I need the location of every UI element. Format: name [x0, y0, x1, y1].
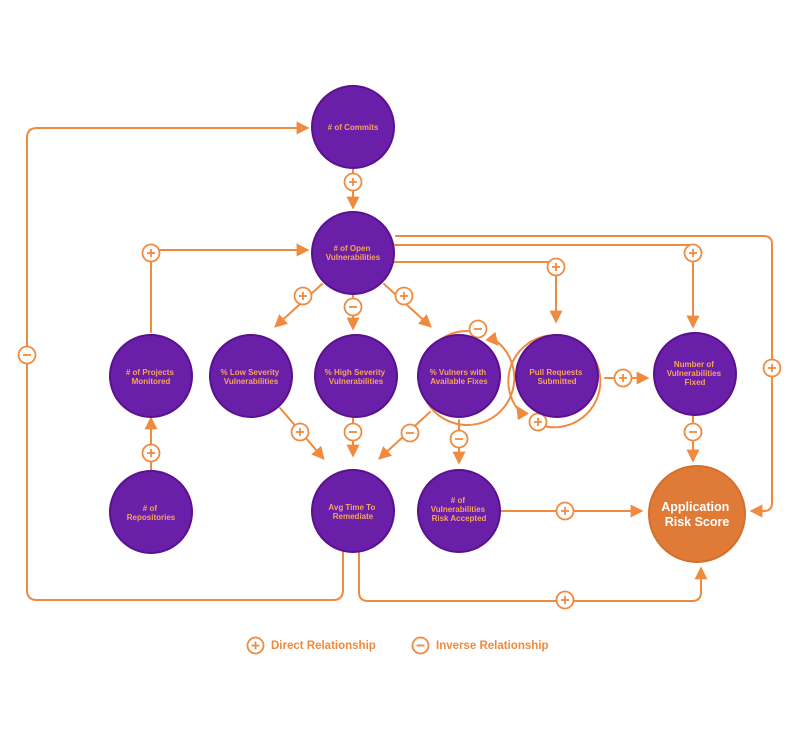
legend-direct-label: Direct Relationship — [271, 639, 376, 652]
plus-icon — [683, 243, 703, 263]
minus-icon — [343, 297, 363, 317]
node-open-vulnerabilities-label: # of Open Vulnerabilities — [326, 244, 381, 262]
minus-icon — [449, 429, 469, 449]
node-low-severity: % Low Severity Vulnerabilities — [209, 334, 293, 418]
legend-inverse: Inverse Relationship — [411, 636, 548, 655]
node-avg-time-to-remediate: Avg Time To Remediate — [311, 469, 395, 553]
legend-direct: Direct Relationship — [246, 636, 376, 655]
node-pull-requests-label: Pull Requests Submitted — [529, 368, 584, 386]
legend-inverse-label: Inverse Relationship — [436, 639, 549, 652]
node-available-fixes-label: % Vulners with Available Fixes — [430, 368, 489, 386]
edge-avgtime-to-riskscore — [358, 551, 708, 602]
plus-icon — [528, 412, 548, 432]
edge-openvulns-to-pullrequests — [393, 261, 563, 324]
node-risk-score-label: Application Risk Score — [661, 500, 733, 529]
minus-icon — [411, 636, 430, 655]
node-projects-monitored-label: # of Projects Monitored — [126, 368, 176, 386]
node-vulnerabilities-fixed: Number of Vulnerabilities Fixed — [653, 332, 737, 416]
minus-icon — [683, 422, 703, 442]
node-commits-label: # of Commits — [328, 123, 379, 132]
plus-icon — [546, 257, 566, 277]
node-risk-accepted: # of Vulnerabilities Risk Accepted — [417, 469, 501, 553]
node-repositories-label: # of Repositories — [127, 504, 176, 522]
minus-icon — [343, 422, 363, 442]
edge-openvulns-to-vulnsfixed — [394, 244, 700, 329]
edge-repositories-to-avgtime-commits — [26, 121, 344, 601]
plus-icon — [141, 443, 161, 463]
plus-icon — [290, 422, 310, 442]
node-risk-accepted-label: # of Vulnerabilities Risk Accepted — [431, 496, 488, 523]
plus-icon — [246, 636, 265, 655]
plus-icon — [555, 590, 575, 610]
node-commits: # of Commits — [311, 85, 395, 169]
loop-pullrequests-arrowhead — [516, 405, 529, 421]
node-avg-time-label: Avg Time To Remediate — [328, 503, 377, 521]
plus-icon — [293, 286, 313, 306]
minus-icon — [468, 319, 488, 339]
minus-icon — [17, 345, 37, 365]
plus-icon — [555, 501, 575, 521]
node-available-fixes: % Vulners with Available Fixes — [417, 334, 501, 418]
node-high-severity-label: % High Severity Vulnerabilities — [325, 368, 388, 386]
plus-icon — [394, 286, 414, 306]
plus-icon — [613, 368, 633, 388]
edge-openvulns-to-availfixes — [383, 283, 432, 328]
node-application-risk-score: Application Risk Score — [648, 465, 746, 563]
plus-icon — [762, 358, 782, 378]
node-low-severity-label: % Low Severity Vulnerabilities — [221, 368, 282, 386]
node-vulnerabilities-fixed-label: Number of Vulnerabilities Fixed — [667, 360, 724, 387]
node-open-vulnerabilities: # of Open Vulnerabilities — [311, 211, 395, 295]
edge-openvulns-to-lowsev — [274, 283, 323, 328]
loop-availfixes-arrowhead — [485, 331, 499, 346]
minus-icon — [400, 423, 420, 443]
plus-icon — [343, 172, 363, 192]
node-high-severity: % High Severity Vulnerabilities — [314, 334, 398, 418]
plus-icon — [141, 243, 161, 263]
node-pull-requests: Pull Requests Submitted — [515, 334, 599, 418]
node-repositories: # of Repositories — [109, 470, 193, 554]
node-projects-monitored: # of Projects Monitored — [109, 334, 193, 418]
